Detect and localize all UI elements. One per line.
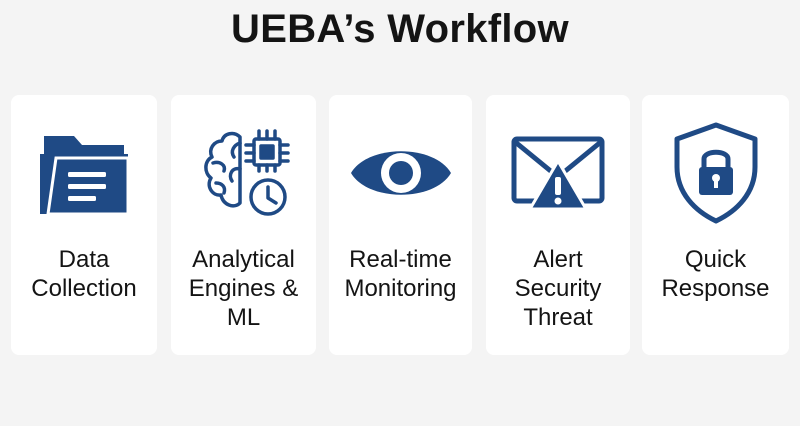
workflow-card-analytical-engines: Analytical Engines & ML [171, 95, 316, 355]
step-label: Quick Response [661, 246, 770, 302]
step-label: Alert Security Threat [514, 246, 602, 331]
brain-chip-clock-icon [171, 120, 316, 225]
page-title: UEBA’s Workflow [231, 7, 569, 51]
step-label: Analytical Engines & ML [188, 246, 299, 331]
eye-icon [329, 120, 472, 225]
workflow-card-alert-security-threat: Alert Security Threat [486, 95, 630, 355]
workflow-card-real-time-monitoring: Real-time Monitoring [329, 95, 472, 355]
workflow-card-quick-response: Quick Response [642, 95, 789, 355]
workflow-card-data-collection: Data Collection [11, 95, 157, 355]
step-label: Data Collection [31, 246, 137, 302]
shield-lock-icon [642, 120, 789, 225]
folder-icon [11, 120, 157, 225]
envelope-warning-icon [486, 120, 630, 225]
step-label: Real-time Monitoring [344, 246, 457, 302]
